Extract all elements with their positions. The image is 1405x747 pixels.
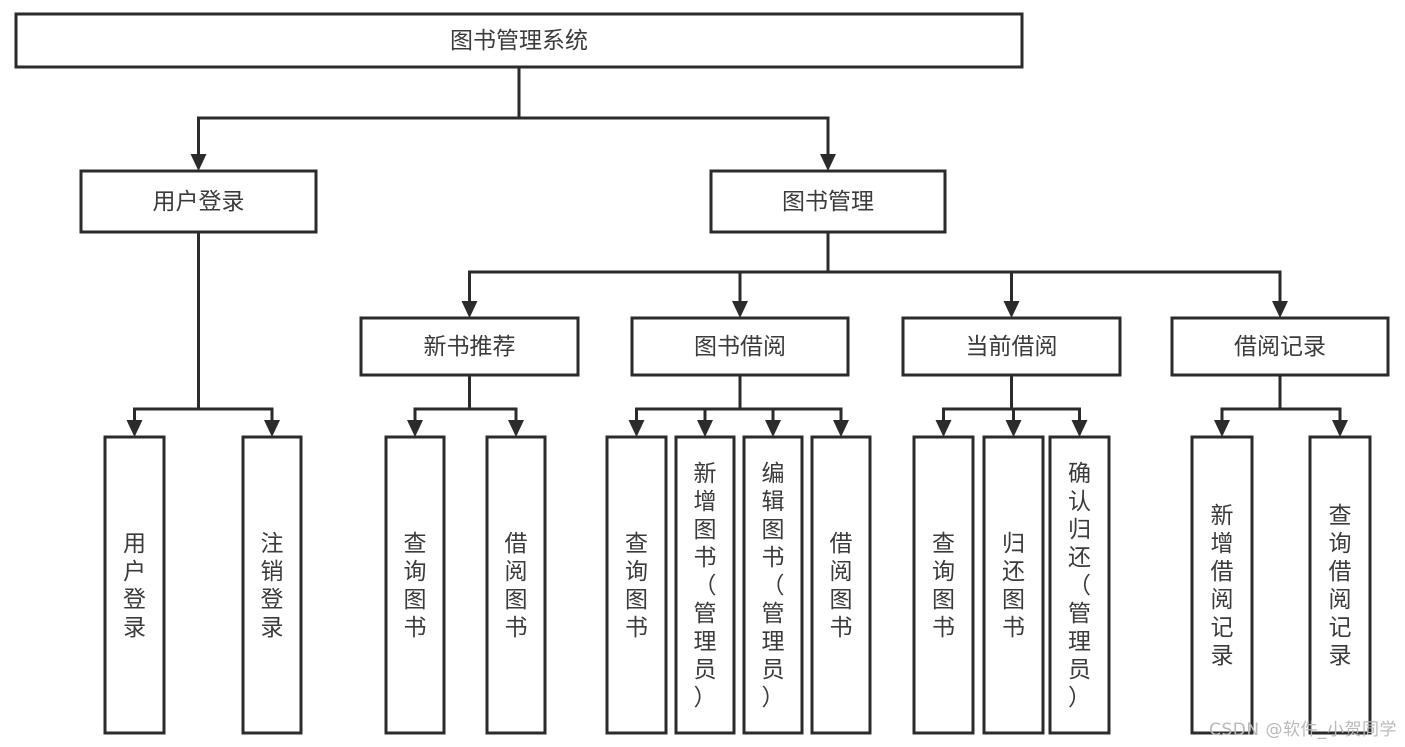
arrow-head-icon [1003, 301, 1020, 318]
node-label: 用户登录 [153, 189, 245, 215]
node-label: 用户登录 [123, 531, 146, 641]
node-box [14, 12, 1024, 69]
arrow-head-icon [820, 154, 836, 171]
arrow-head-icon [1005, 420, 1022, 437]
node-box [103, 435, 166, 735]
arrow-head-icon [1332, 420, 1348, 437]
node-borrow-record[interactable]: 借阅记录 [1170, 316, 1390, 377]
node-box [742, 435, 804, 735]
arrow-head-icon [407, 420, 423, 437]
arrow-head-icon [628, 420, 645, 437]
node-box [1048, 435, 1111, 735]
node-box [1190, 435, 1254, 735]
arrow-head-icon [697, 420, 713, 437]
node-label: 查询图书 [404, 531, 427, 641]
arrow-head-icon [732, 301, 748, 318]
arrow-head-icon [264, 420, 280, 437]
node-box [674, 435, 736, 735]
node-box [384, 435, 446, 735]
node-leaf-add-book-admin[interactable]: 新增图书（管理员） [674, 435, 736, 735]
arrow-head-icon [461, 301, 478, 318]
arrow-head-icon [935, 420, 952, 437]
arrow-head-icon [1272, 301, 1288, 318]
node-leaf-return-book[interactable]: 归还图书 [982, 435, 1045, 735]
node-current-borrow[interactable]: 当前借阅 [901, 316, 1122, 377]
node-box [605, 435, 668, 735]
node-label: 注销登录 [261, 531, 284, 641]
node-leaf-query-book-1[interactable]: 查询图书 [384, 435, 446, 735]
node-new-book-recommend[interactable]: 新书推荐 [359, 316, 580, 377]
arrow-head-icon [126, 420, 143, 437]
node-label: 新增图书（管理员） [694, 461, 717, 711]
node-root-root[interactable]: 图书管理系统 [14, 12, 1024, 69]
arrow-head-icon [1071, 420, 1088, 437]
node-leaf-borrow-book-2[interactable]: 借阅图书 [810, 435, 872, 735]
node-leaf-edit-book-admin[interactable]: 编辑图书（管理员） [742, 435, 804, 735]
node-box [982, 435, 1045, 735]
node-box [630, 316, 850, 377]
node-label: 查询借阅记录 [1329, 503, 1352, 669]
node-box [241, 435, 303, 735]
node-label: 新书推荐 [424, 334, 516, 360]
node-user-login[interactable]: 用户登录 [79, 169, 318, 234]
arrow-head-icon [190, 154, 207, 171]
node-box [1170, 316, 1390, 377]
node-leaf-user-logout[interactable]: 注销登录 [241, 435, 303, 735]
node-leaf-user-login[interactable]: 用户登录 [103, 435, 166, 735]
node-box [1308, 435, 1372, 735]
arrow-head-icon [508, 420, 524, 437]
node-label: 借阅记录 [1234, 334, 1326, 360]
node-book-manage[interactable]: 图书管理 [709, 169, 947, 234]
node-label: 借阅图书 [505, 531, 528, 641]
node-label: 新增借阅记录 [1211, 503, 1234, 669]
node-box [912, 435, 975, 735]
node-box [709, 169, 947, 234]
arrow-head-icon [833, 420, 849, 437]
node-leaf-borrow-book-1[interactable]: 借阅图书 [485, 435, 547, 735]
node-box [810, 435, 872, 735]
node-leaf-query-book-2[interactable]: 查询图书 [605, 435, 668, 735]
node-label: 归还图书 [1002, 531, 1025, 641]
node-leaf-query-book-3[interactable]: 查询图书 [912, 435, 975, 735]
node-label: 当前借阅 [966, 334, 1058, 360]
csdn-watermark: CSDN @软件_小贺同学 [1209, 720, 1397, 740]
diagram-nodes: 图书管理系统用户登录图书管理新书推荐图书借阅当前借阅借阅记录用户登录注销登录查询… [14, 12, 1390, 735]
node-label: 编辑图书（管理员） [762, 461, 785, 711]
node-book-borrow[interactable]: 图书借阅 [630, 316, 850, 377]
node-box [485, 435, 547, 735]
node-label: 图书管理 [782, 189, 874, 215]
node-label: 确认归还（管理员） [1068, 461, 1091, 711]
node-leaf-query-borrow-record[interactable]: 查询借阅记录 [1308, 435, 1372, 735]
node-box [901, 316, 1122, 377]
node-label: 图书管理系统 [450, 28, 588, 54]
node-box [359, 316, 580, 377]
node-label: 图书借阅 [694, 334, 786, 360]
node-label: 借阅图书 [830, 531, 853, 641]
node-box [79, 169, 318, 234]
node-label: 查询图书 [932, 531, 955, 641]
node-leaf-add-borrow-record[interactable]: 新增借阅记录 [1190, 435, 1254, 735]
node-leaf-confirm-return-admin[interactable]: 确认归还（管理员） [1048, 435, 1111, 735]
connector-edges [126, 65, 1348, 437]
arrow-head-icon [765, 420, 781, 437]
arrow-head-icon [1214, 420, 1230, 437]
node-label: 查询图书 [625, 531, 648, 641]
